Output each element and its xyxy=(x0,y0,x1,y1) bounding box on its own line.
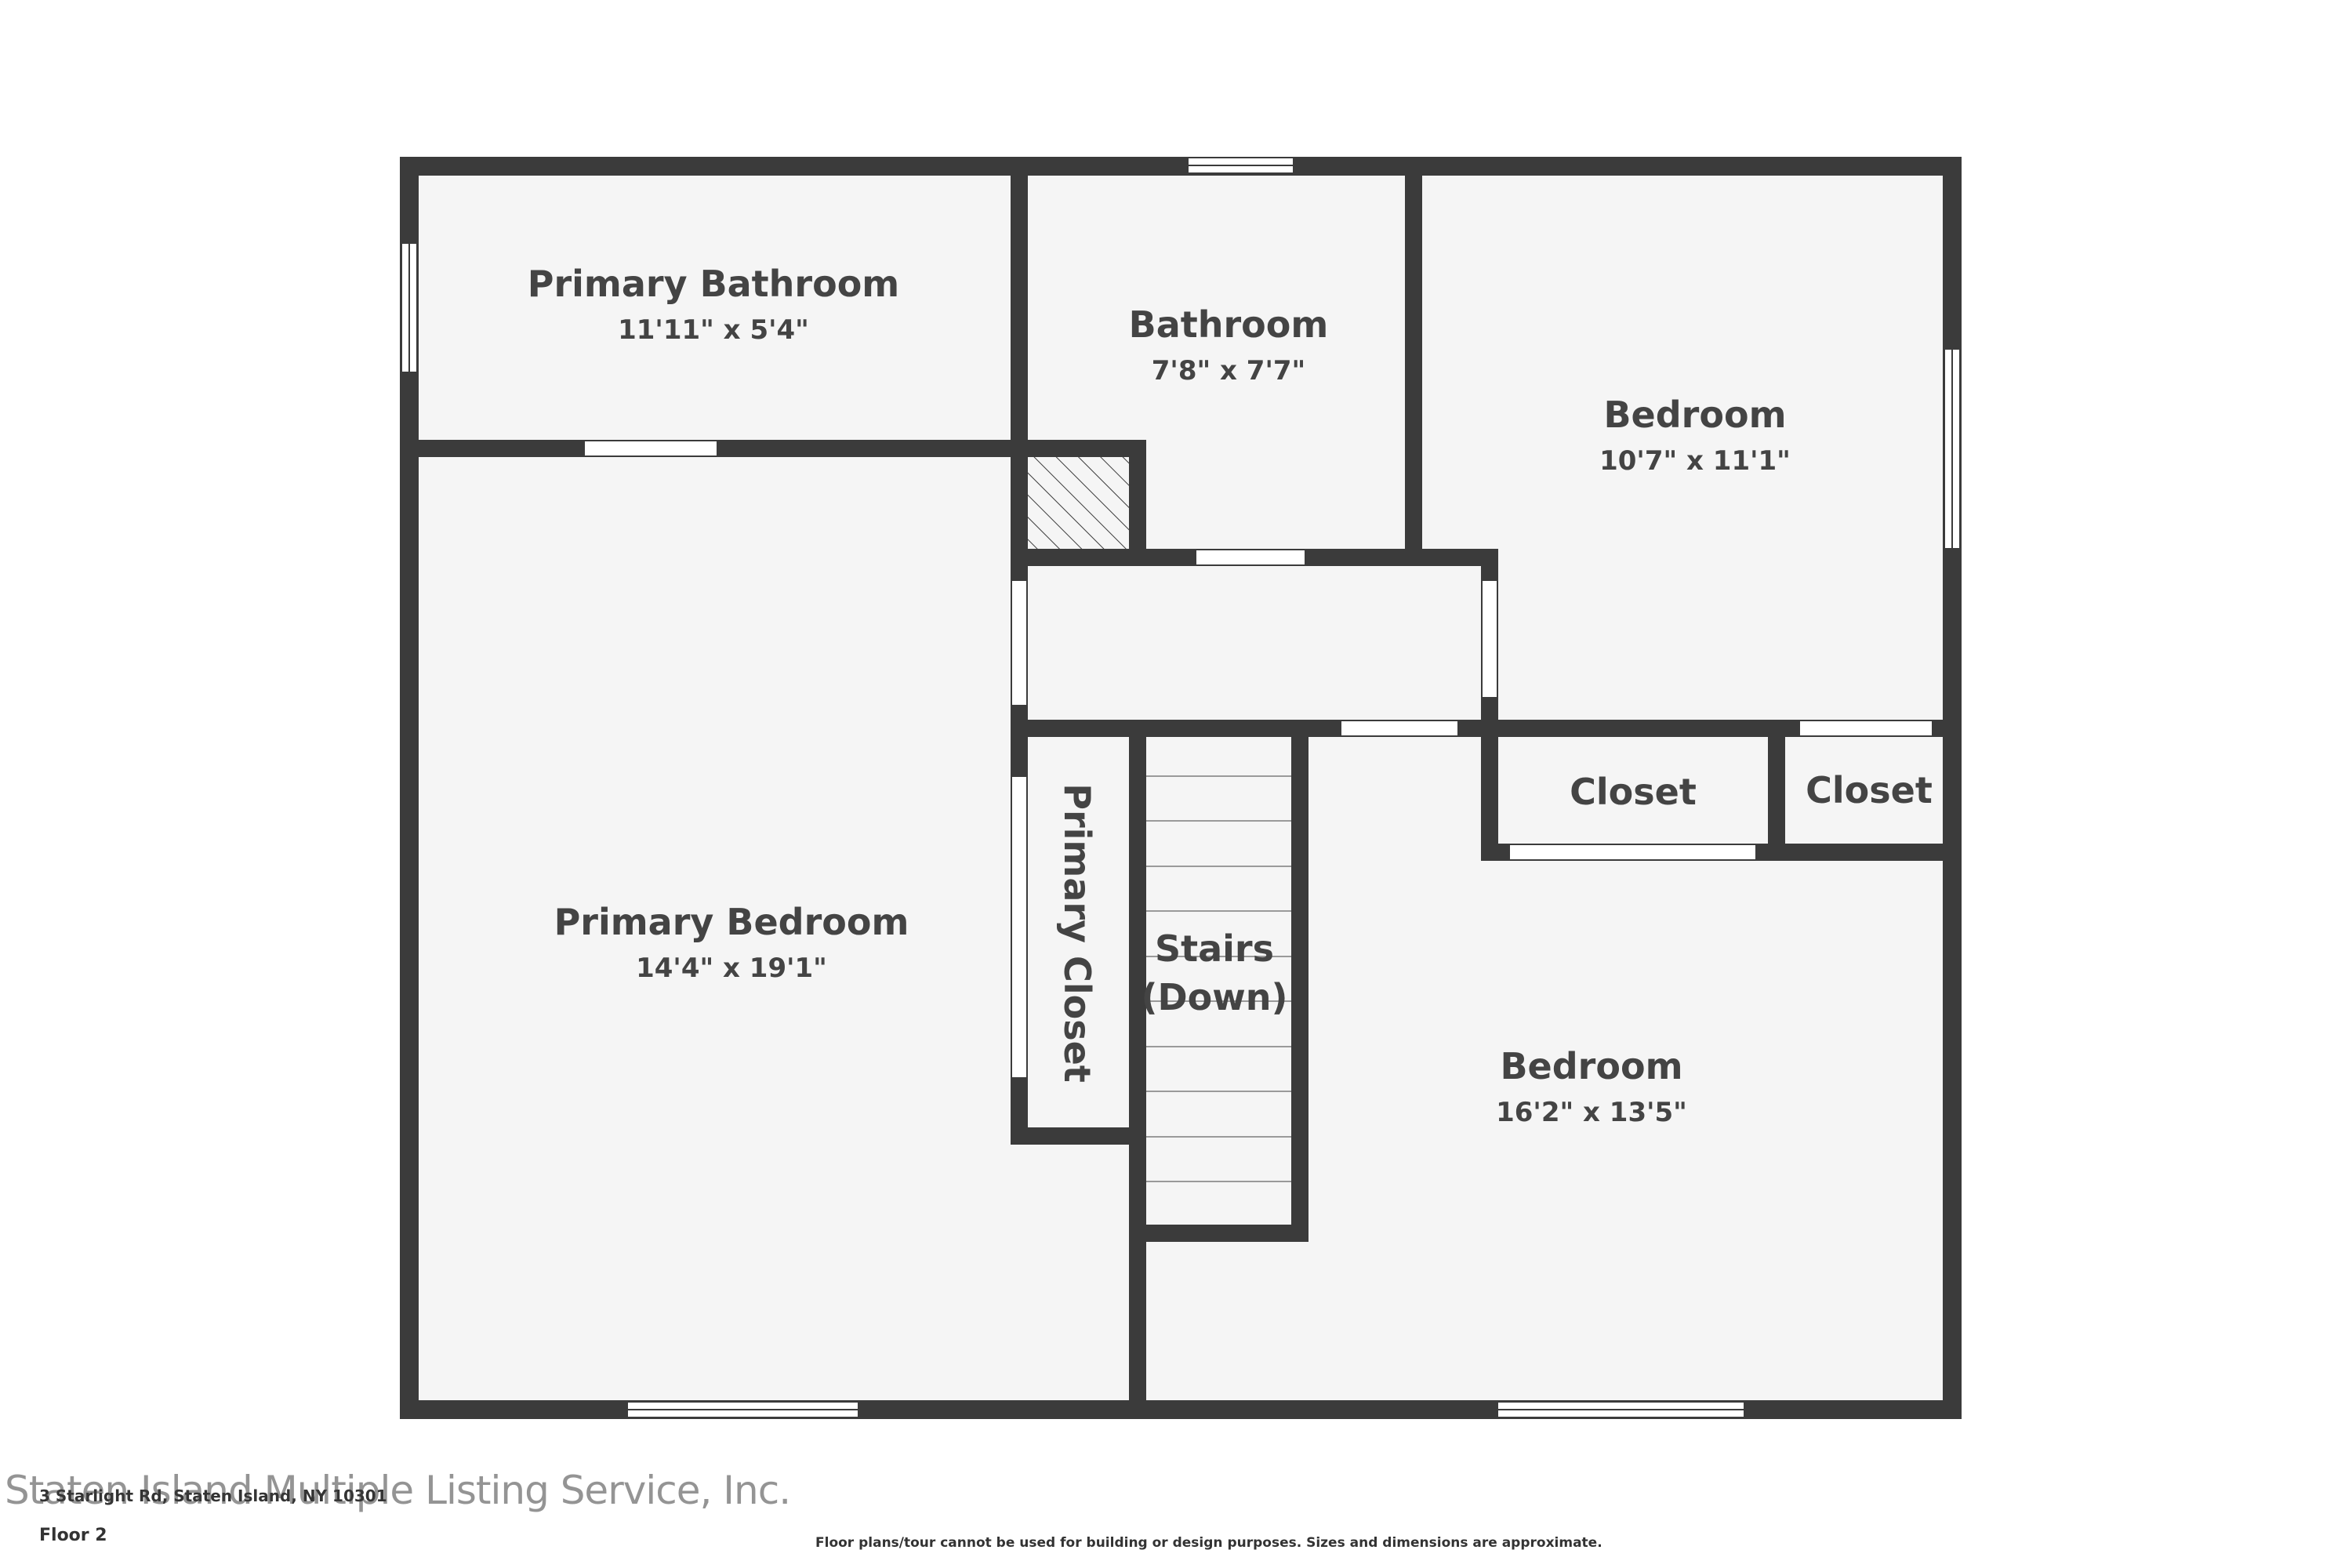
room-name-bedroom-lower: Bedroom xyxy=(1500,1045,1682,1087)
stair-treads xyxy=(1146,775,1291,1182)
listing-watermark: Staten Island Multiple Listing Service, … xyxy=(5,1468,791,1513)
room-name-bedroom-upper: Bedroom xyxy=(1603,394,1786,436)
room-dims-primary-bedroom: 14'4" x 19'1" xyxy=(636,953,827,984)
room-name-primary-closet: Primary Closet xyxy=(1056,783,1098,1083)
floor-label: Floor 2 xyxy=(39,1526,107,1545)
room-name-primary-bathroom: Primary Bathroom xyxy=(528,263,900,305)
room-name-primary-bedroom: Primary Bedroom xyxy=(554,901,909,943)
room-dims-primary-bathroom: 11'11" x 5'4" xyxy=(618,314,809,346)
room-name-closet-1: Closet xyxy=(1570,771,1697,813)
stairs-direction: (Down) xyxy=(1141,976,1287,1018)
openings xyxy=(401,157,1961,1418)
disclaimer-text: Floor plans/tour cannot be used for buil… xyxy=(815,1535,1602,1551)
room-name-closet-2: Closet xyxy=(1806,769,1933,811)
room-dims-bedroom-lower: 16'2" x 13'5" xyxy=(1496,1097,1687,1128)
floor-area xyxy=(400,157,1962,1419)
address-label: 3 Starlight Rd, Staten Island, NY 10301 xyxy=(39,1486,387,1505)
room-dims-bathroom: 7'8" x 7'7" xyxy=(1152,355,1305,387)
room-name-bathroom: Bathroom xyxy=(1129,303,1329,346)
stairs-label: Stairs xyxy=(1155,927,1274,970)
chimney-block xyxy=(1027,455,1129,553)
room-dims-bedroom-upper: 10'7" x 11'1" xyxy=(1599,445,1791,477)
